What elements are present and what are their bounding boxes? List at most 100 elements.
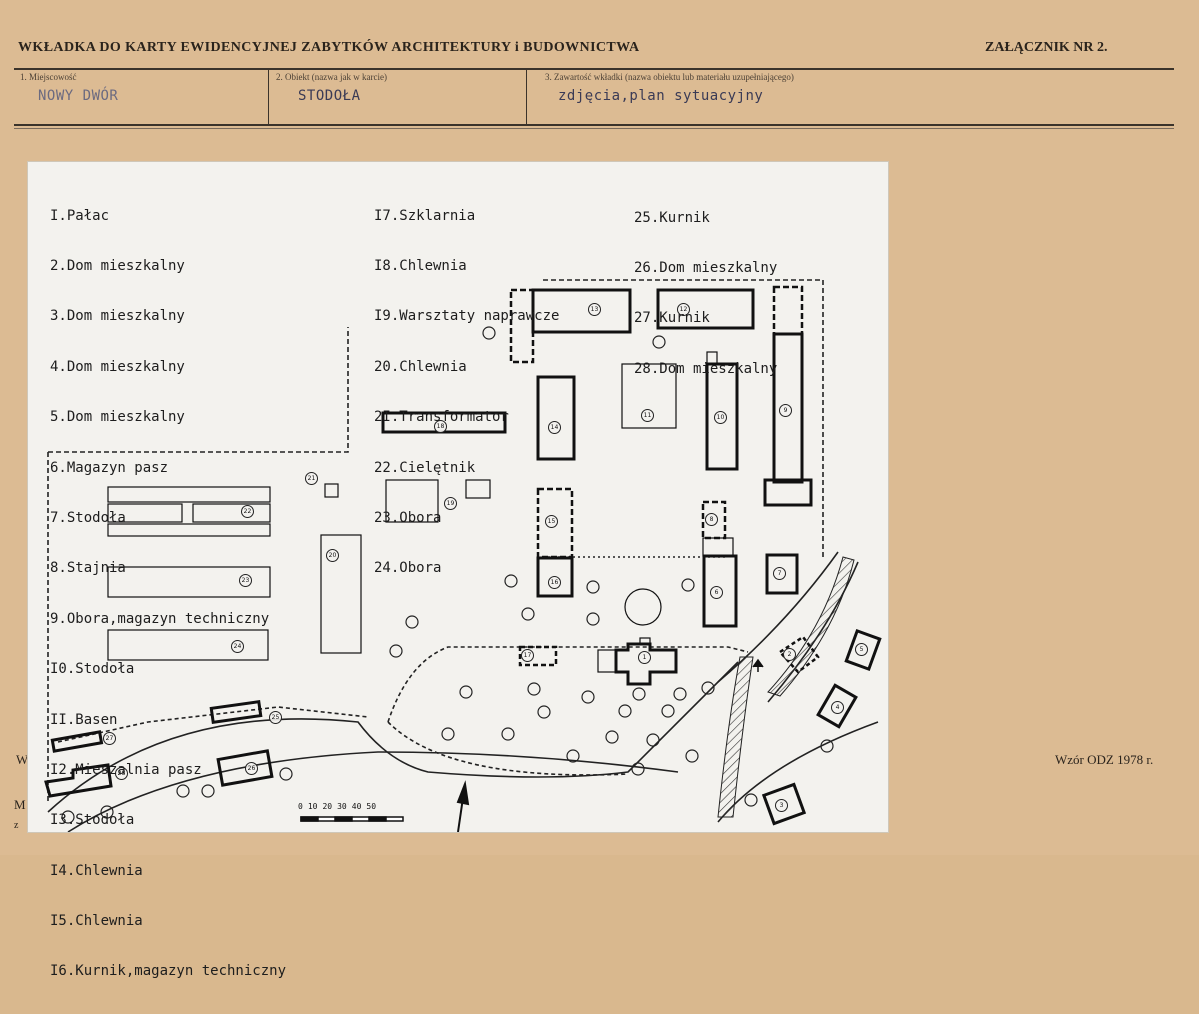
building-12	[656, 288, 755, 330]
header-rule-top	[14, 68, 1174, 70]
building-5	[844, 628, 882, 672]
building-1-porch	[639, 637, 651, 645]
legend-item: I3.Stodoła	[50, 812, 135, 829]
park-boundary-south	[387, 721, 629, 776]
building-10	[705, 362, 739, 471]
scale-label: 0	[298, 802, 303, 811]
scale-labels: 0 10 20 30 40 50	[298, 802, 376, 811]
scale-label: 40	[351, 802, 362, 811]
building-20	[320, 534, 362, 654]
building-18	[381, 411, 507, 434]
legend-item: 23.Obora	[374, 509, 442, 526]
embankment-hatch	[717, 656, 754, 818]
legend-item: I0.Stodoła	[50, 661, 135, 678]
building-number-9: 9	[779, 404, 792, 417]
building-13	[531, 288, 632, 334]
entrance-arrow	[752, 658, 764, 672]
building-number-2: 2	[783, 648, 796, 661]
building-number-1: 1	[638, 651, 651, 664]
legend-item: I8.Chlewnia	[374, 257, 467, 274]
inventory-card-insert: WKŁADKA DO KARTY EWIDENCYJNEJ ZABYTKÓW A…	[14, 40, 1174, 980]
legend-item: 9.Obora,magazyn techniczny	[50, 610, 270, 627]
legend-item: I5.Chlewnia	[50, 913, 143, 930]
building-25	[50, 730, 104, 753]
building-11-pool	[621, 363, 677, 429]
legend-item: 7.Stodoła	[50, 509, 126, 526]
card-title: WKŁADKA DO KARTY EWIDENCYJNEJ ZABYTKÓW A…	[18, 40, 640, 55]
building-number-11: 11	[641, 409, 654, 422]
building-24	[107, 629, 269, 661]
legend-item: 4.Dom mieszkalny	[50, 358, 185, 375]
legend-item: II.Basen	[50, 711, 118, 728]
building-10-porch	[706, 351, 718, 365]
legend-item: 28.Dom mieszkalny	[634, 360, 778, 377]
legend-item: 22.Cielętnik	[374, 459, 476, 476]
building-17	[518, 645, 558, 667]
building-number-5: 5	[855, 643, 868, 656]
legend-item: 26.Dom mieszkalny	[634, 259, 778, 276]
legend-item: 8.Stajnia	[50, 560, 126, 577]
building-number-3: 3	[775, 799, 788, 812]
north-arrow	[456, 780, 470, 832]
building-number-28: 28	[115, 767, 128, 780]
building-number-26: 26	[245, 762, 258, 775]
annex-number: ZAŁĄCZNIK NR 2.	[985, 40, 1108, 55]
building-9	[772, 332, 804, 484]
building-number-7: 7	[773, 567, 786, 580]
scale-label: 30	[337, 802, 347, 811]
building-number-16: 16	[548, 576, 561, 589]
building-number-10: 10	[714, 411, 727, 424]
site-plan-drawing	[44, 279, 882, 832]
building-13-annex	[509, 288, 535, 364]
building-2	[778, 635, 820, 674]
legend-item: 25.Kurnik	[634, 209, 710, 226]
building-number-21: 21	[305, 472, 318, 485]
object-label: 2. Obiekt (nazwa jak w karcie)	[276, 72, 387, 82]
legend-item: 20.Chlewnia	[374, 358, 467, 375]
trees	[61, 326, 834, 824]
legend-column-1: I.Pałac 2.Dom mieszkalny 3.Dom mieszkaln…	[50, 174, 286, 1014]
building-1-wing	[597, 649, 617, 673]
building-23	[107, 566, 271, 598]
fence-main-top	[543, 279, 824, 557]
place-value: NOWY DWÓR	[38, 88, 119, 104]
building-19-annex	[465, 479, 491, 499]
legend-item: 24.Obora	[374, 560, 442, 577]
building-9-base	[763, 478, 813, 507]
scale-bar	[300, 816, 404, 822]
building-number-12: 12	[677, 303, 690, 316]
building-19	[385, 479, 439, 523]
building-number-22: 22	[241, 505, 254, 518]
footer-left-z: z	[14, 820, 19, 831]
content-value: zdjęcia,plan sytuacyjny	[558, 88, 764, 104]
building-number-19: 19	[444, 497, 457, 510]
building-22-a	[107, 486, 271, 503]
scale-label: 20	[322, 802, 333, 811]
building-3	[761, 782, 807, 826]
fence-left-block	[48, 327, 349, 453]
building-7	[765, 553, 799, 595]
building-number-15: 15	[545, 515, 558, 528]
legend-item: 3.Dom mieszkalny	[50, 308, 185, 325]
building-22-c	[192, 503, 271, 523]
building-28	[44, 763, 113, 798]
building-16	[536, 556, 574, 598]
legend-item: I6.Kurnik,magazyn techniczny	[50, 963, 287, 980]
building-number-8: 8	[705, 513, 718, 526]
legend-item: 27.Kurnik	[634, 310, 710, 327]
building-27	[209, 700, 263, 724]
legend-item: I4.Chlewnia	[50, 862, 143, 879]
building-26	[216, 749, 274, 787]
field-divider-2	[526, 70, 527, 124]
building-number-4: 4	[831, 701, 844, 714]
building-22-d	[107, 523, 271, 537]
legend-item: 2I.Transformator	[374, 409, 509, 426]
content-label: 3. Zawartość wkładki (nazwa obiektu lub …	[545, 72, 794, 82]
embankment-hatch-2	[767, 556, 855, 697]
building-number-13: 13	[588, 303, 601, 316]
template-version: Wzór ODZ 1978 r.	[1055, 752, 1154, 767]
building-1-palace	[614, 642, 678, 686]
building-22-b	[107, 503, 183, 523]
field-divider-1	[268, 70, 269, 124]
